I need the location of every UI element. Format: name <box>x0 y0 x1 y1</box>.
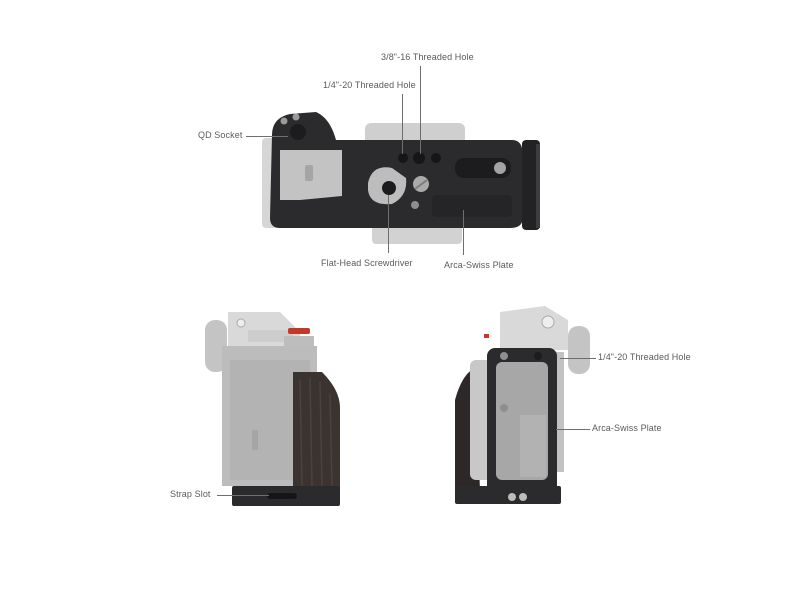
callout-flat-head-screwdriver: Flat-Head Screwdriver <box>321 258 413 268</box>
side-view-plate: 1/4"-20 Threaded Hole Arca-Swiss Plate <box>0 290 800 600</box>
callout-38-16-threaded-hole: 3/8"-16 Threaded Hole <box>381 52 474 62</box>
leader-line <box>217 495 269 496</box>
leader-line <box>463 210 464 255</box>
top-view-illustration <box>262 112 540 244</box>
callout-strap-slot: Strap Slot <box>170 489 211 499</box>
callout-14-20-threaded-hole-side: 1/4"-20 Threaded Hole <box>598 352 691 362</box>
side-view-grip-illustration <box>205 312 340 506</box>
callout-qd-socket: QD Socket <box>198 130 243 140</box>
leader-line <box>246 136 288 137</box>
callout-arca-swiss-plate-side: Arca-Swiss Plate <box>592 423 662 433</box>
leader-line <box>556 429 590 430</box>
side-view-plate-illustration <box>455 306 590 504</box>
callout-arca-swiss-plate: Arca-Swiss Plate <box>444 260 514 270</box>
leader-line <box>402 94 403 154</box>
leader-line <box>388 195 389 253</box>
top-view: 3/8"-16 Threaded Hole 1/4"-20 Threaded H… <box>0 0 800 290</box>
callout-14-20-threaded-hole: 1/4"-20 Threaded Hole <box>323 80 416 90</box>
leader-line <box>420 66 421 154</box>
leader-line <box>560 358 596 359</box>
side-view-grip: Strap Slot <box>0 290 400 600</box>
